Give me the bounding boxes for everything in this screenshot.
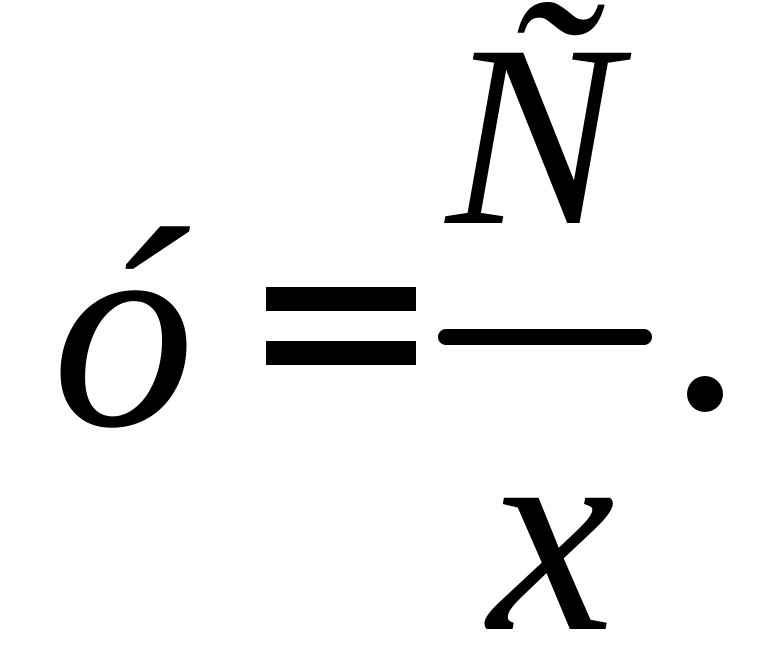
- fraction-numerator: Ñ: [446, 0, 620, 280]
- fraction-denominator: x: [488, 374, 615, 656]
- formula-lhs-variable: ó: [52, 170, 195, 487]
- trailing-period: [687, 376, 723, 412]
- equals-bar-bottom: [266, 341, 416, 365]
- equals-bar-top: [266, 287, 416, 311]
- fraction-bar: [438, 329, 652, 345]
